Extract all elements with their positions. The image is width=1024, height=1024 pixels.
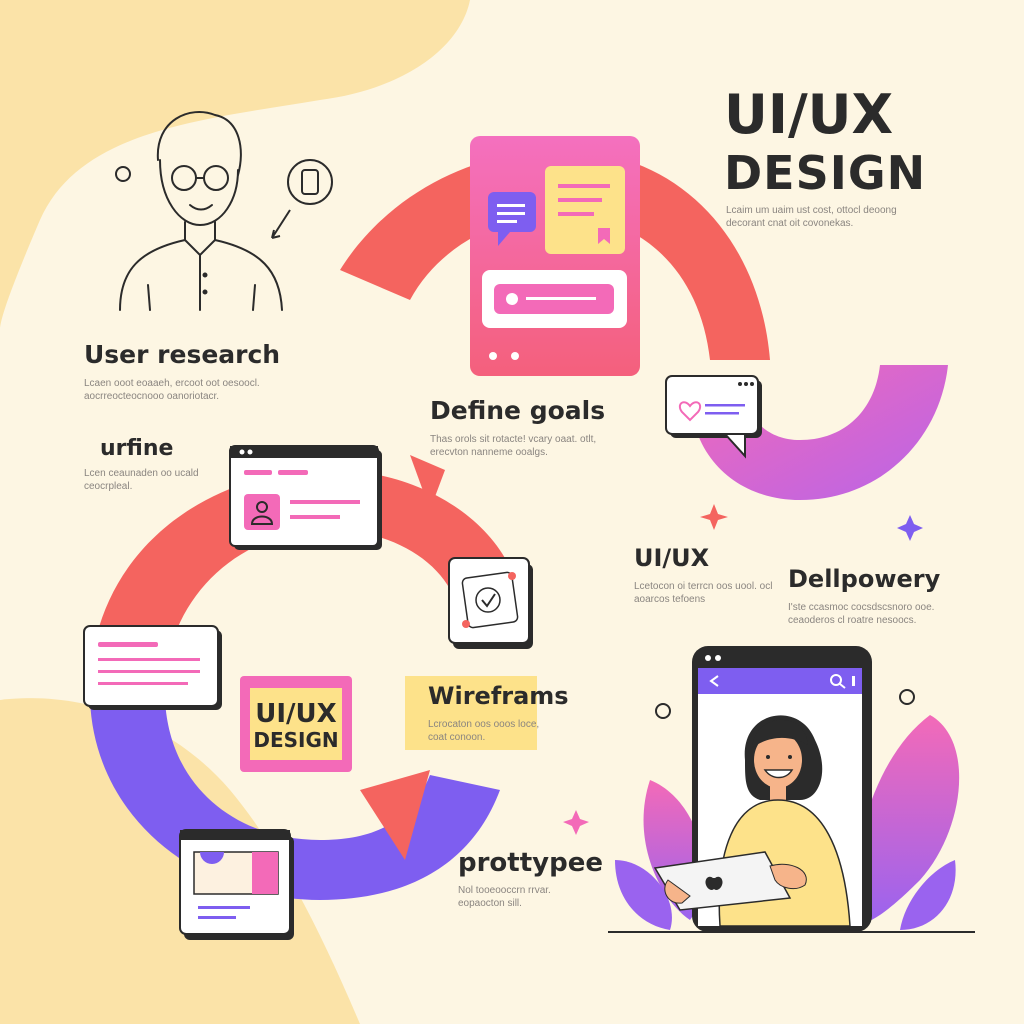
step-label: Wireframs: [428, 682, 569, 710]
sparkle-icon: [563, 810, 589, 835]
center-badge-inner: [250, 688, 342, 760]
user-icon: [250, 501, 274, 525]
decor-circle: [899, 689, 915, 705]
step-desc-line2: aocrreocteocnooo oanoriotacr.: [84, 391, 220, 402]
step-label: User research: [84, 340, 281, 369]
mobile-mockup-bottom: [653, 646, 872, 932]
step-label: Dellpowery: [788, 565, 941, 593]
page-subtitle-line1: Lcaim um uaim ust cost, ottocl deoong: [726, 205, 897, 216]
page-subtitle: Lcaim um uaim ust cost, ottocl deoong de…: [726, 204, 897, 230]
back-icon: [709, 675, 719, 687]
decor-circle: [655, 703, 671, 719]
step-desc-line2: ceocrpleal.: [84, 481, 133, 492]
step-define-goals: Define goals Thas orols sit rotacte! vca…: [430, 396, 605, 459]
phone-icon: [271, 159, 333, 239]
page-subtitle-line2: decorant cnat oit covonekas.: [726, 218, 854, 229]
check-card: [448, 557, 533, 649]
step-urfine: urfine Lcen ceaunaden oo ucald ceocrplea…: [84, 436, 199, 493]
step-uiux: UI/UX Lcetocon oi terrcn oos uool. ocl a…: [634, 544, 772, 606]
center-badge-text: UI/UX DESIGN: [250, 700, 342, 752]
step-label: prottypee: [458, 848, 603, 878]
process-arc-right: [690, 365, 948, 500]
step-desc-line1: Lcetocon oi terrcn oos uool. ocl: [634, 581, 773, 592]
sparkle-icon: [700, 504, 728, 530]
step-desc-line1: Lcrocaton oos ooos loce,: [428, 719, 540, 730]
background-blob-top: [0, 0, 470, 330]
step-desc-line1: Lcaen ooot eoaaeh, ercoot oot oesoocl.: [84, 378, 260, 389]
image-card: [179, 829, 294, 940]
center-badge-line2: DESIGN: [253, 728, 339, 752]
leaves-illustration: [615, 715, 960, 930]
mobile-mockup-top: [470, 136, 640, 376]
wireframes-highlight: [405, 676, 537, 750]
step-label: urfine: [100, 436, 174, 461]
check-icon: [481, 593, 496, 608]
step-desc-line2: ceaoderos cl roatre nesoocs.: [788, 615, 917, 626]
step-desc-line1: Nol tooeooccrn rrvar.: [458, 885, 551, 896]
process-ring-coral: [89, 470, 516, 700]
step-wireframes: Wireframs Lcrocaton oos ooos loce, coat …: [428, 682, 569, 744]
decor-circle: [115, 166, 131, 182]
step-desc-line2: aoarcos tefoens: [634, 594, 706, 605]
apple-icon: [705, 876, 723, 890]
step-label: UI/UX: [634, 544, 710, 572]
step-prototype: prottypee Nol tooeooccrn rrvar. eopaocto…: [458, 848, 603, 910]
ring-arrow-head-top: [410, 455, 445, 510]
page-title-line2: DESIGN: [724, 146, 927, 200]
page-title: UI/UX DESIGN: [724, 86, 926, 202]
heart-icon: [678, 401, 702, 422]
step-user-research: User research Lcaen ooot eoaaeh, ercoot …: [84, 340, 280, 403]
ring-arrow-head-bottom: [360, 770, 430, 860]
page-title-line1: UI/UX: [724, 83, 894, 146]
step-desc-line1: Thas orols sit rotacte! vcary oaat. otlt…: [430, 434, 597, 445]
sparkle-icon: [897, 515, 923, 541]
search-icon: [830, 674, 846, 689]
step-desc-line1: Lcen ceaunaden oo ucald: [84, 468, 199, 479]
step-desc-line2: coat conoon.: [428, 732, 486, 743]
step-desc-line2: erecvton nanneme ooalgs.: [430, 447, 548, 458]
profile-card: [229, 445, 382, 550]
step-delivery: Dellpowery I'ste ccasmoc cocsdscsnoro oo…: [788, 565, 940, 627]
chat-icon: [488, 192, 536, 246]
text-card: [83, 625, 222, 710]
heart-message-card: [665, 375, 762, 459]
step-label: Define goals: [430, 396, 606, 425]
center-badge-line1: UI/UX: [255, 699, 337, 729]
process-arc-top: [340, 150, 770, 360]
researcher-illustration: [119, 111, 283, 311]
bookmark-icon: [598, 228, 610, 244]
step-desc-line1: I'ste ccasmoc cocsdscsnoro ooe.: [788, 602, 935, 613]
step-desc-line2: eopaocton sill.: [458, 898, 522, 909]
